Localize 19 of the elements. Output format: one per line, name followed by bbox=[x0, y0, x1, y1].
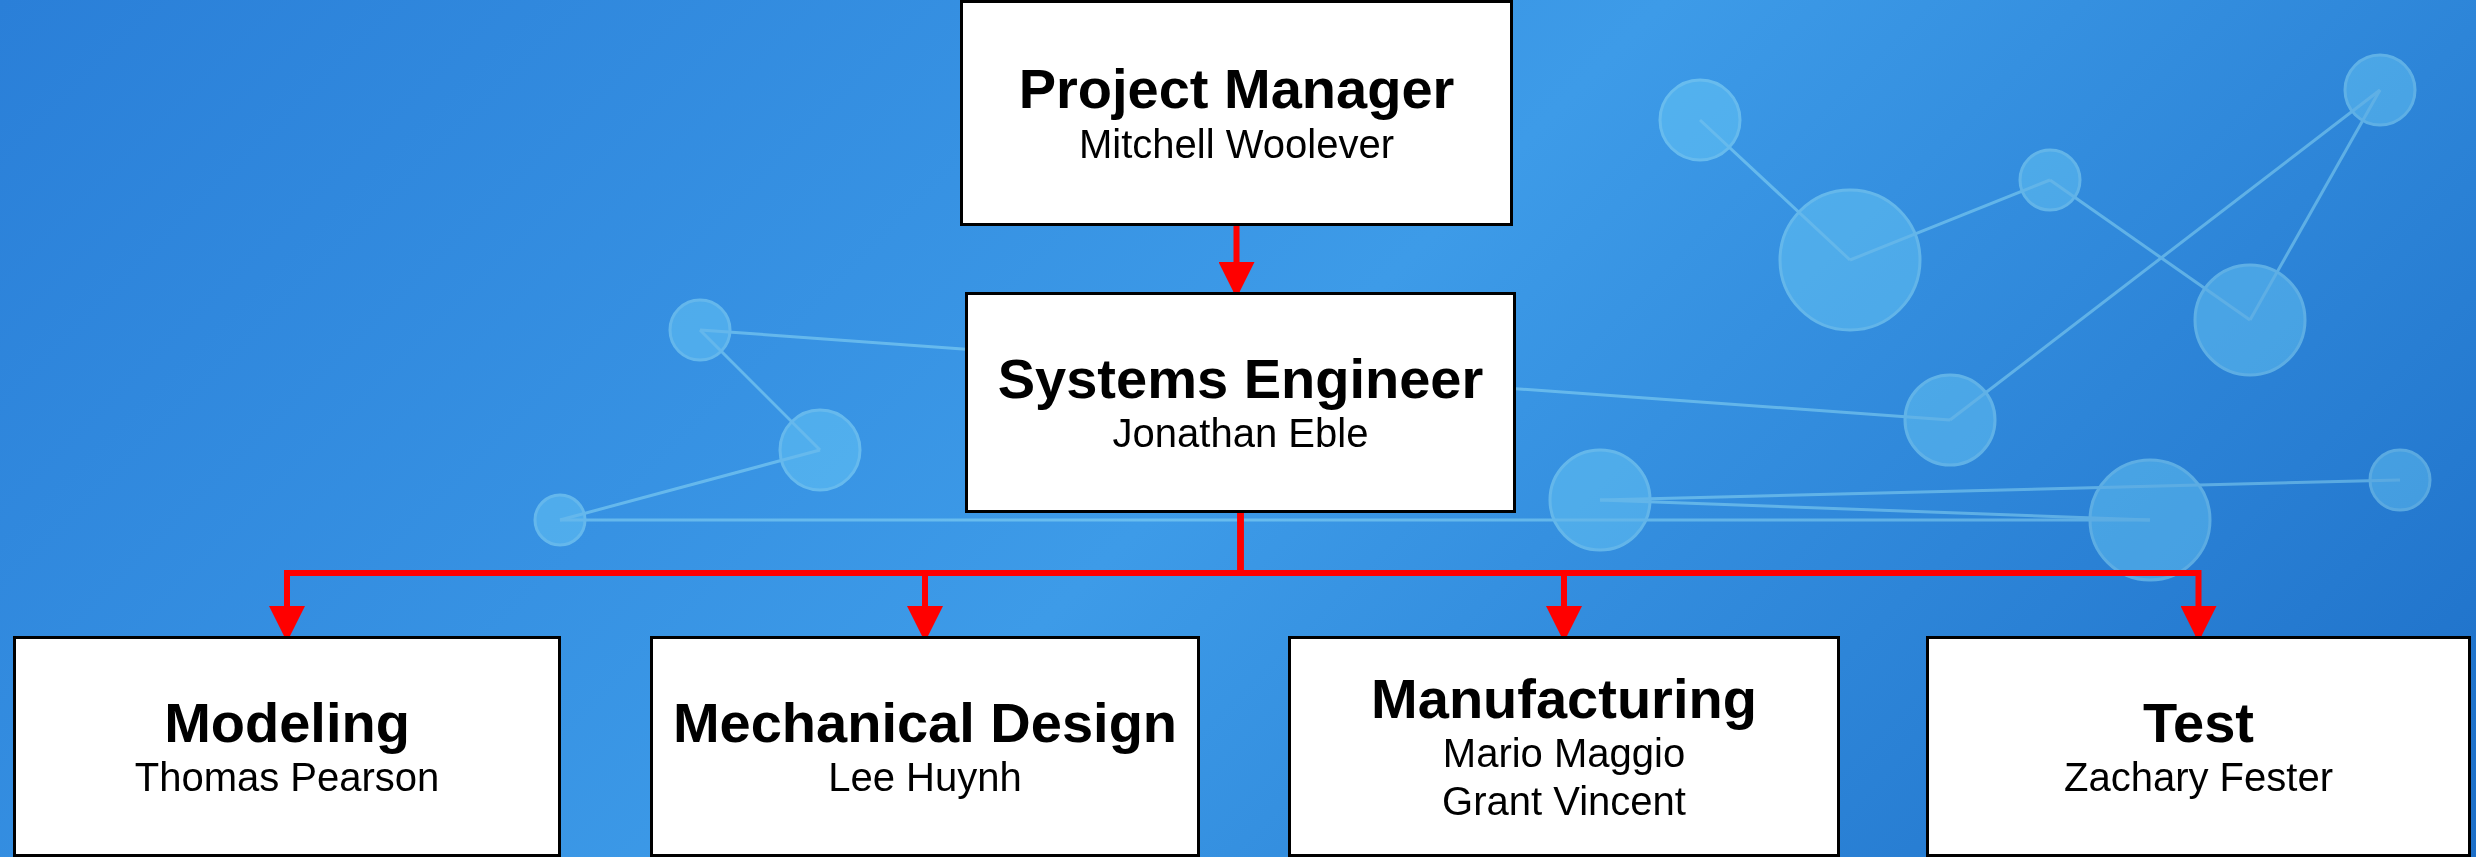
role-box bbox=[965, 292, 1516, 513]
role-title: Modeling bbox=[164, 691, 410, 754]
role-title: Mechanical Design bbox=[672, 691, 1178, 754]
role-box bbox=[1926, 636, 2471, 857]
person-name: Thomas Pearson bbox=[134, 754, 440, 802]
role-box bbox=[960, 0, 1513, 226]
role-box bbox=[650, 636, 1200, 857]
person-name: Grant Vincent bbox=[1442, 778, 1686, 826]
person-name: Mitchell Woolever bbox=[1079, 120, 1394, 168]
person-name: Zachary Fester bbox=[2064, 754, 2333, 802]
role-box bbox=[13, 636, 561, 857]
role-title: Systems Engineer bbox=[997, 347, 1484, 410]
role-title: Test bbox=[2143, 691, 2254, 754]
person-name: Jonathan Eble bbox=[1112, 410, 1369, 458]
role-title: Manufacturing bbox=[1371, 667, 1757, 730]
role-box bbox=[1288, 636, 1840, 857]
role-title: Project Manager bbox=[1018, 58, 1455, 120]
person-name: Lee Huynh bbox=[828, 754, 1022, 802]
person-name: Mario Maggio bbox=[1442, 730, 1686, 778]
